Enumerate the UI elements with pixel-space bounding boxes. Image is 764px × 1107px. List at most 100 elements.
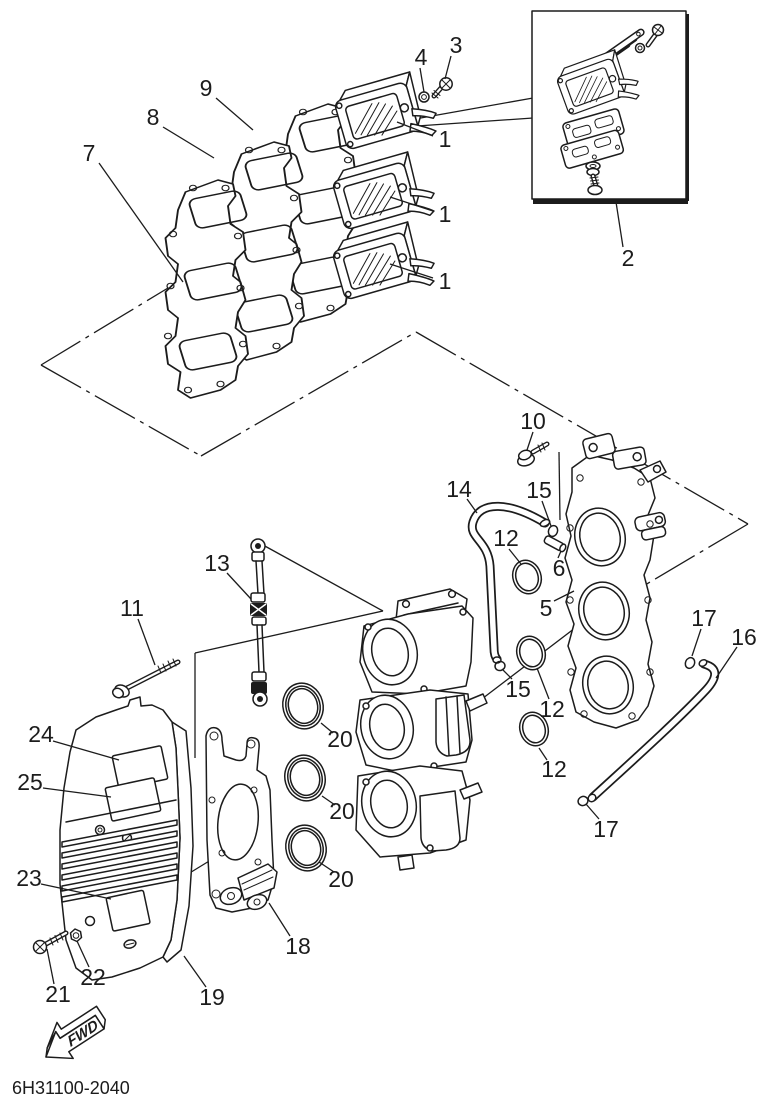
clip-17a <box>684 656 696 670</box>
o-ring-12a <box>511 559 543 595</box>
leader-line-7 <box>98 162 184 283</box>
part-label-23: 23 <box>16 865 42 891</box>
part-label-18: 18 <box>285 933 311 959</box>
dowel-pin-6 <box>543 535 567 553</box>
clip-15a <box>547 524 559 538</box>
leader-line-23 <box>40 883 112 900</box>
leader-line-4 <box>419 67 425 93</box>
part-label-1: 1 <box>439 201 452 227</box>
leader-line-1 <box>389 263 434 279</box>
carburetor-stack <box>355 588 488 871</box>
cylinder-head-plate <box>564 432 667 729</box>
part-label-1: 1 <box>439 268 452 294</box>
part-label-16: 16 <box>731 624 757 650</box>
washer-4 <box>418 91 430 103</box>
leader-line-16 <box>715 646 738 679</box>
silencer-cover-19 <box>59 696 194 981</box>
leader-line-8 <box>162 126 215 159</box>
cover-recess-23 <box>105 889 151 932</box>
seal-20a <box>282 682 324 730</box>
part-label-12: 12 <box>539 696 565 722</box>
leader-line-1 <box>396 121 434 137</box>
part-label-25: 25 <box>17 769 43 795</box>
annotation-line <box>194 610 384 654</box>
construction-line <box>40 364 202 457</box>
part-label-14: 14 <box>446 476 472 502</box>
annotation-line <box>262 544 384 612</box>
inset-screw <box>634 23 665 54</box>
cover-recess-25 <box>104 777 162 822</box>
part-label-13: 13 <box>204 550 230 576</box>
part-label-9: 9 <box>200 75 213 101</box>
bolt-11 <box>111 658 181 699</box>
part-label-15: 15 <box>505 676 531 702</box>
leader-line-15 <box>501 668 513 680</box>
leader-line-14 <box>466 498 478 514</box>
leader-line-22 <box>76 940 90 968</box>
part-label-24: 24 <box>28 721 54 747</box>
o-ring-12c <box>518 711 550 747</box>
part-label-1: 1 <box>439 126 452 152</box>
part-label-5: 5 <box>540 595 553 621</box>
leader-line-25 <box>42 787 112 798</box>
leader-line-24 <box>52 740 120 761</box>
part-label-15: 15 <box>526 477 552 503</box>
construction-lines-layer <box>40 287 749 589</box>
reed-valve-1a <box>331 67 443 160</box>
part-label-21: 21 <box>45 981 71 1007</box>
leader-line-9 <box>215 97 254 131</box>
bolt-21 <box>32 930 69 955</box>
part-code: 6H31100-2040 <box>12 1078 130 1098</box>
bolt-3 <box>431 77 453 99</box>
construction-line <box>415 331 749 525</box>
leader-line-20 <box>318 861 335 873</box>
part-label-8: 8 <box>147 104 160 130</box>
part-label-6: 6 <box>553 555 566 581</box>
leader-line-11 <box>137 618 156 666</box>
part-label-12: 12 <box>541 756 567 782</box>
leader-line-17 <box>691 628 702 657</box>
leader-line-17 <box>585 803 600 820</box>
part-label-19: 19 <box>199 984 225 1010</box>
clip-17b <box>577 795 589 807</box>
leader-line-12 <box>538 747 548 761</box>
gasket-bracket-18 <box>205 726 278 913</box>
part-label-17: 17 <box>691 605 717 631</box>
part-label-20: 20 <box>328 866 354 892</box>
leader-line-2 <box>615 201 624 248</box>
part-label-3: 3 <box>450 32 463 58</box>
leader-line-12 <box>536 667 550 700</box>
annotation-line <box>558 451 561 521</box>
inset-washer-bolt <box>585 161 603 196</box>
leader-line-6 <box>557 550 562 559</box>
o-ring-12b <box>515 635 547 671</box>
seal-20b <box>284 754 326 802</box>
leader-line-13 <box>226 572 252 600</box>
part-label-7: 7 <box>83 140 96 166</box>
leader-line-15 <box>541 500 552 527</box>
seal-20c <box>285 824 327 872</box>
construction-line <box>639 523 749 589</box>
leader-line-10 <box>526 431 534 451</box>
part-label-20: 20 <box>329 798 355 824</box>
part-label-11: 11 <box>120 595 144 621</box>
leader-line-19 <box>183 955 207 988</box>
leader-line-20 <box>320 722 334 734</box>
annotation-line <box>416 117 534 127</box>
inset-detail-box <box>531 10 689 204</box>
leader-line-21 <box>46 948 55 985</box>
leader-line-3 <box>444 55 452 80</box>
leader-line-20 <box>321 795 336 806</box>
inset-gasket-plate <box>560 129 625 169</box>
construction-line <box>40 287 169 366</box>
leader-line-12 <box>508 548 522 565</box>
leader-line-5 <box>553 590 575 602</box>
part-label-4: 4 <box>415 44 428 70</box>
part-label-2: 2 <box>622 245 635 271</box>
part-label-20: 20 <box>327 726 353 752</box>
part-label-12: 12 <box>493 525 519 551</box>
link-rod-13 <box>250 538 268 707</box>
part-label-17: 17 <box>593 816 619 842</box>
